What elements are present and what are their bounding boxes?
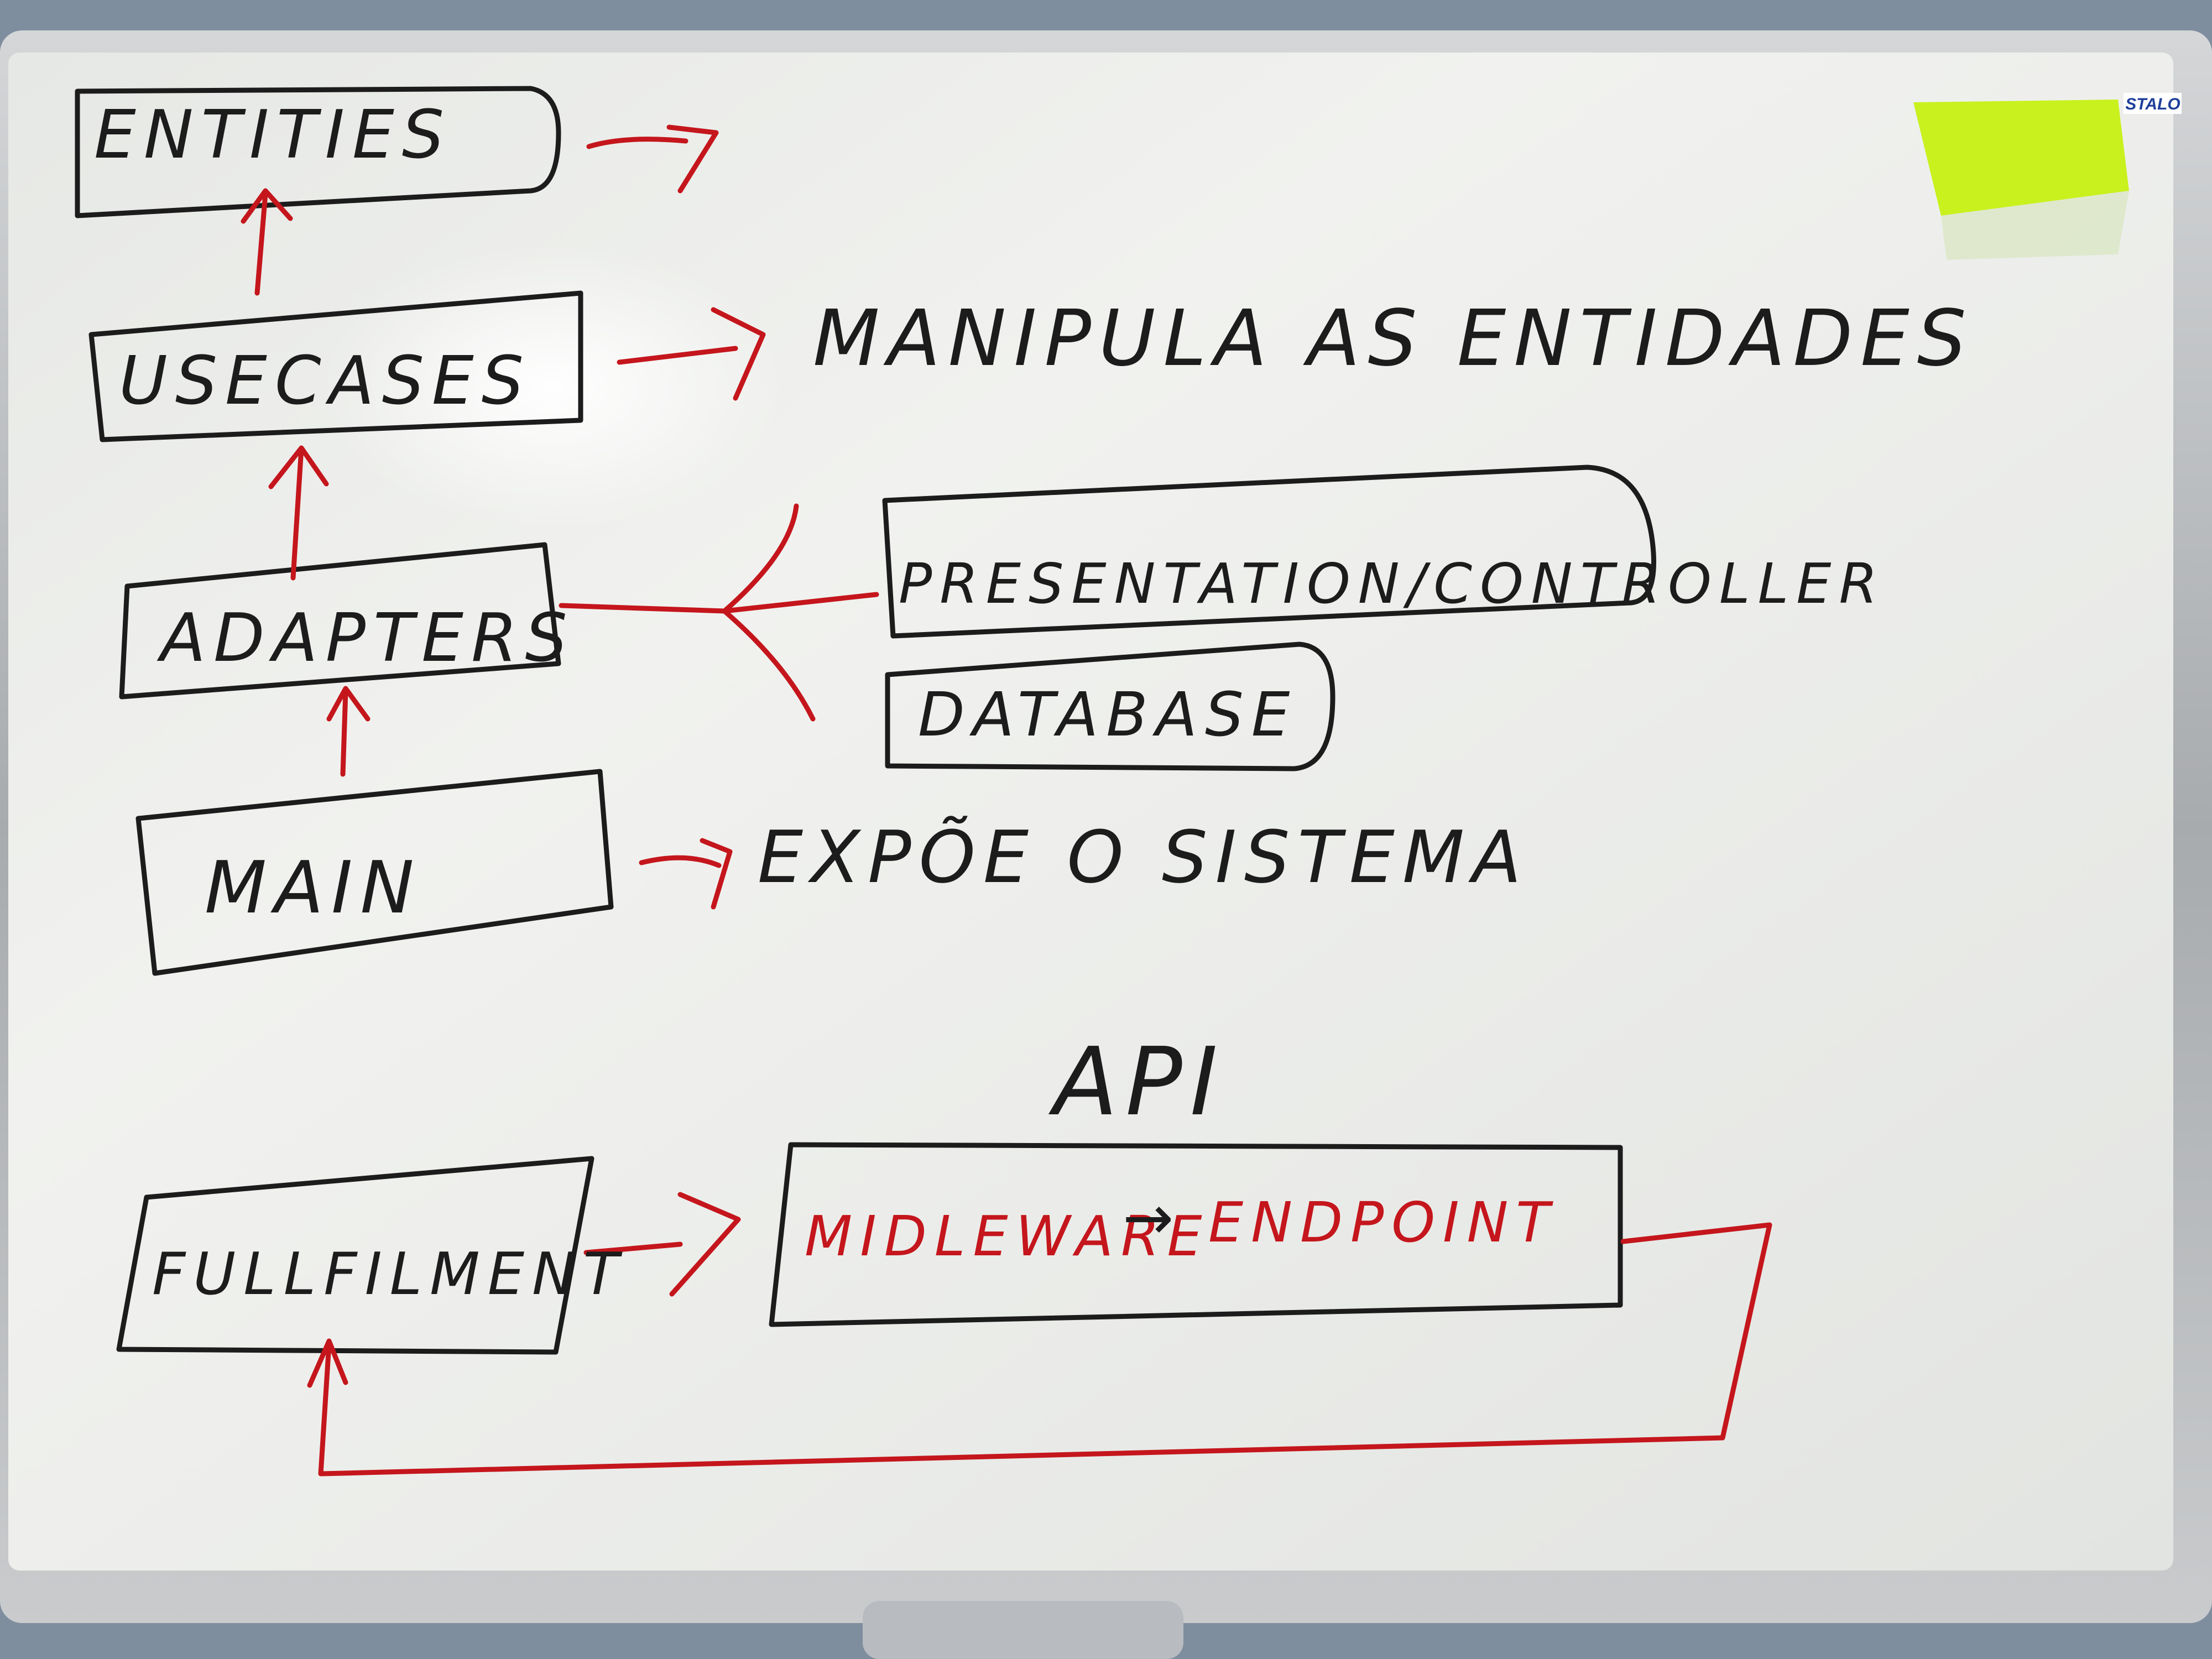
fullfilment-label: FULLFILMENT	[152, 1240, 627, 1308]
usecases-label: USECASES	[119, 343, 531, 420]
entities-label: ENTITIES	[94, 97, 452, 174]
main-label: MAIN	[205, 846, 422, 930]
adapters-box	[119, 542, 561, 700]
brand-tag	[2124, 93, 2182, 114]
endpoint-label: ENDPOINT	[1208, 1190, 1557, 1255]
fullfilment-box	[116, 1156, 594, 1355]
middleware-label: MIDLEWARE	[805, 1204, 1210, 1269]
pen-tray	[863, 1601, 1183, 1659]
arrow-fulfilment-to-api	[583, 1192, 741, 1297]
usecases-box	[88, 290, 583, 442]
sticky-note	[1913, 100, 2129, 216]
api-title: API	[1048, 1027, 1225, 1137]
arrow-main-to-note	[639, 838, 733, 910]
sticky-note-shadow	[1941, 191, 2129, 260]
main-box	[135, 769, 614, 976]
loop-api-to-fulfilment	[307, 1222, 1772, 1477]
entities-box	[75, 86, 561, 218]
presentation-controller-box	[882, 465, 1656, 639]
arrow-usecases-to-entities	[241, 188, 293, 296]
arrow-entities-right	[586, 124, 719, 194]
database-box	[885, 641, 1335, 771]
presentation-controller-label: PRESENTATION/CONTROLLER	[899, 551, 1885, 616]
adapters-label: ADAPTERS	[156, 600, 575, 677]
main-note: EXPÕE O SISTEMA	[758, 815, 1529, 899]
whiteboard-surface	[8, 53, 2173, 1571]
database-label: DATABASE	[918, 679, 1297, 750]
arrow-usecases-to-note	[617, 307, 766, 401]
adapters-fork-connector	[559, 503, 879, 722]
middleware-endpoint-arrow: →	[1123, 1182, 1173, 1253]
arrow-adapters-to-usecases	[268, 445, 329, 581]
light-glare	[321, 243, 785, 531]
arrow-main-to-adapters	[326, 686, 371, 777]
api-box	[769, 1142, 1623, 1327]
usecases-note: MANIPULA AS ENTIDADES	[813, 294, 1974, 384]
brand-label: STALO	[2125, 95, 2180, 113]
